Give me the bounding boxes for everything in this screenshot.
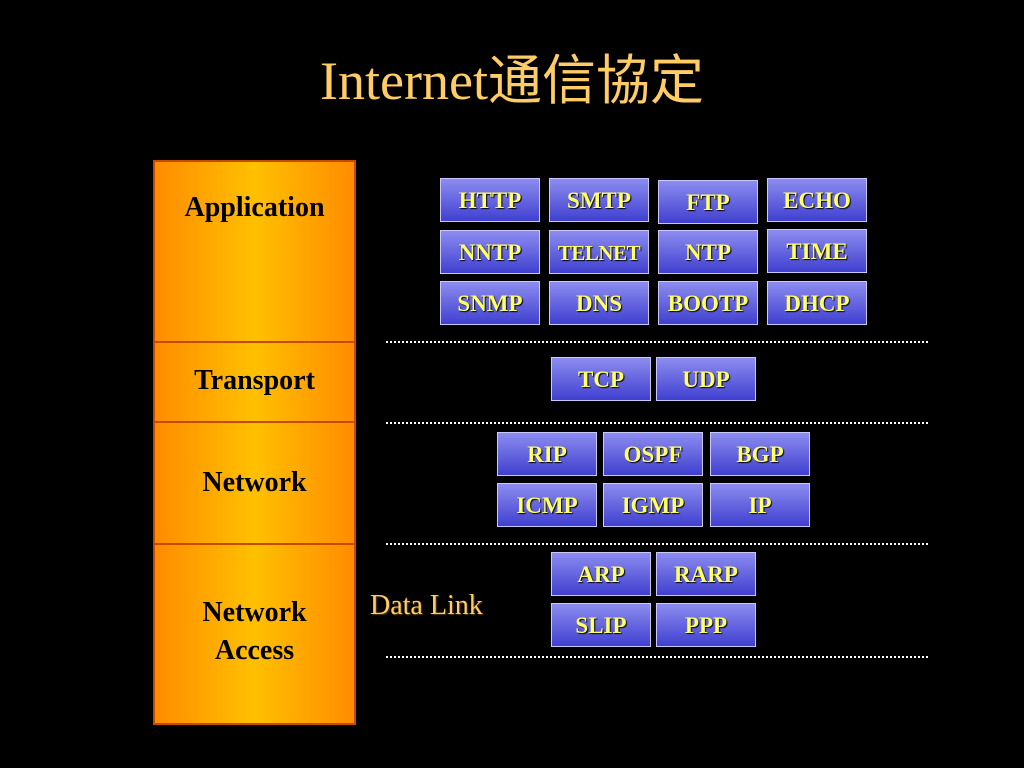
- protocol-smtp: SMTP: [549, 178, 649, 222]
- protocol-ospf: OSPF: [603, 432, 703, 476]
- layer-network-access-label-1: Network: [202, 597, 307, 628]
- protocol-bgp: BGP: [710, 432, 810, 476]
- data-link-label: Data Link: [370, 590, 483, 621]
- separator-network-access: [386, 543, 928, 545]
- protocol-igmp: IGMP: [603, 483, 703, 527]
- protocol-ppp: PPP: [656, 603, 756, 647]
- separator-application-transport: [386, 341, 928, 343]
- layer-application: Application: [153, 160, 356, 343]
- protocol-ip: IP: [710, 483, 810, 527]
- protocol-ntp: NTP: [658, 230, 758, 274]
- protocol-telnet: TELNET: [549, 230, 649, 274]
- protocol-dns: DNS: [549, 281, 649, 325]
- protocol-nntp: NNTP: [440, 230, 540, 274]
- layer-application-label: Application: [184, 192, 325, 223]
- layer-transport-label: Transport: [194, 365, 315, 396]
- protocol-tcp: TCP: [551, 357, 651, 401]
- protocol-icmp: ICMP: [497, 483, 597, 527]
- protocol-bootp: BOOTP: [658, 281, 758, 325]
- layer-transport: Transport: [153, 341, 356, 423]
- protocol-http: HTTP: [440, 178, 540, 222]
- layer-network-label: Network: [202, 467, 307, 498]
- layer-network-access-label-2: Access: [214, 635, 295, 666]
- page-title: Internet通信協定: [320, 51, 704, 111]
- protocol-rip: RIP: [497, 432, 597, 476]
- layer-network-access: Network Access: [153, 543, 356, 725]
- layer-stack: Application Transport Network Network Ac…: [153, 160, 356, 725]
- separator-transport-network: [386, 422, 928, 424]
- protocol-echo: ECHO: [767, 178, 867, 222]
- protocol-udp: UDP: [656, 357, 756, 401]
- protocol-snmp: SNMP: [440, 281, 540, 325]
- protocol-dhcp: DHCP: [767, 281, 867, 325]
- protocol-time: TIME: [767, 229, 867, 273]
- layer-network: Network: [153, 421, 356, 545]
- protocol-arp: ARP: [551, 552, 651, 596]
- separator-bottom: [386, 656, 928, 658]
- protocol-slip: SLIP: [551, 603, 651, 647]
- protocol-rarp: RARP: [656, 552, 756, 596]
- protocol-ftp: FTP: [658, 180, 758, 224]
